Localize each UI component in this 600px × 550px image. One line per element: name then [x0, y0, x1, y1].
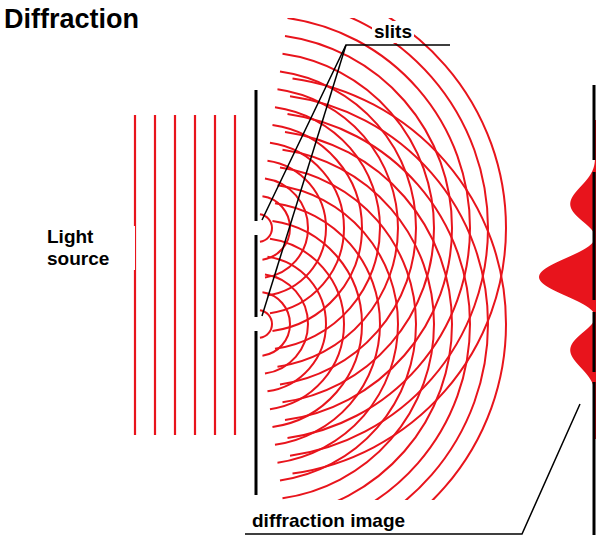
wavefront-line	[214, 115, 216, 435]
leader-line	[262, 45, 346, 316]
plane-wavefronts	[135, 115, 235, 435]
wave-arc	[282, 150, 434, 499]
barrier-segment	[255, 235, 258, 317]
part-label: diffraction image	[250, 510, 407, 532]
wave-arc	[270, 239, 344, 409]
leader-lines	[245, 45, 580, 534]
wave-arc	[272, 125, 362, 331]
diagram-title: Diffraction	[4, 4, 139, 35]
barrier-segment	[255, 90, 258, 221]
screen-segment	[593, 172, 596, 300]
wave-arc	[293, 78, 506, 500]
wave-arc	[277, 185, 398, 462]
screen-segment	[593, 312, 596, 372]
wavefront-line	[234, 115, 236, 435]
intensity-pattern	[539, 120, 596, 439]
wave-arc	[288, 18, 470, 438]
part-label: slits	[372, 21, 414, 43]
barrier-segment	[255, 331, 258, 495]
part-label: Light source	[45, 226, 135, 270]
screen-segment	[593, 382, 596, 535]
circular-waves	[260, 18, 506, 500]
wave-arc	[285, 132, 452, 500]
screen	[594, 85, 595, 535]
wave-arc	[267, 257, 326, 392]
wave-arc	[260, 214, 272, 242]
wave-arc	[275, 203, 380, 445]
leader-line	[245, 404, 580, 534]
wavefront-line	[134, 115, 136, 435]
leader-line	[262, 45, 450, 220]
wavefront-line	[154, 115, 156, 435]
wavefront-line	[194, 115, 196, 435]
wavefront-line	[174, 115, 176, 435]
wave-arc	[290, 96, 488, 500]
slit-barrier	[256, 90, 257, 495]
wave-arc	[265, 274, 308, 373]
wave-arc	[288, 114, 470, 500]
wave-arc	[272, 221, 362, 427]
screen-segment	[593, 85, 596, 160]
